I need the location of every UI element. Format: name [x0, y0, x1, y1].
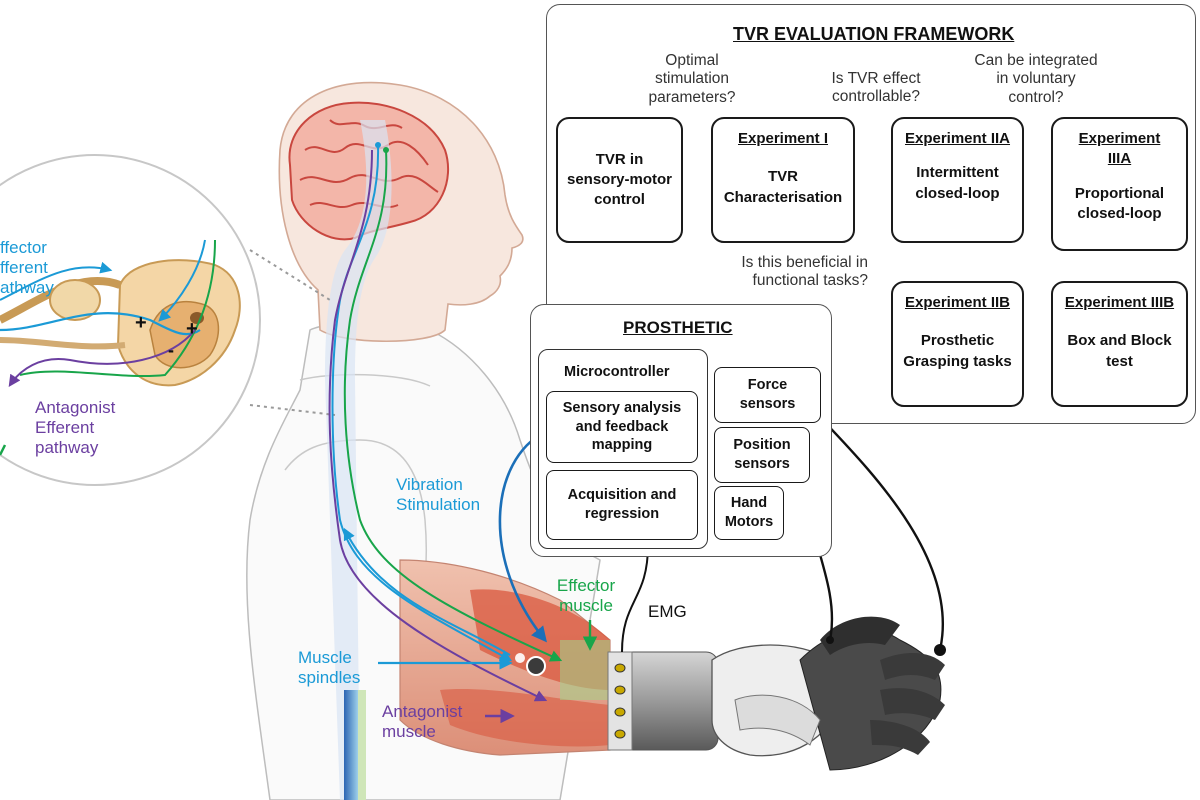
box-sensory-analysis: Sensory analysis and feedback mapping	[546, 391, 698, 463]
label-antagonist-efferent: Antagonist Efferent pathway	[35, 398, 116, 458]
box-position-sensors: Position sensors	[714, 427, 810, 483]
label-vibration-stimulation: Vibration Stimulation	[396, 475, 481, 515]
spinal-inset	[0, 154, 336, 486]
microcontroller-label: Microcontroller	[564, 364, 670, 380]
label-emg: EMG	[648, 602, 687, 621]
box-force-sensors: Force sensors	[714, 367, 821, 423]
label-effector-muscle: Effector muscle	[556, 576, 616, 616]
prosthetic-device	[607, 616, 945, 771]
question-stimulation: Optimal stimulation parameters?	[648, 52, 736, 106]
feedback-wire	[498, 430, 547, 643]
neural-pathways	[328, 142, 563, 702]
box-experiment-3a: Experiment IIIA Proportional closed-loop	[1051, 117, 1188, 251]
question-voluntary: Can be integrated in voluntary control?	[974, 52, 1098, 106]
box-experiment-3b: Experiment IIIB Box and Block test	[1051, 281, 1188, 407]
box-experiment-1: Experiment I TVR Characterisation	[711, 117, 855, 243]
box-acquisition: Acquisition and regression	[546, 470, 698, 540]
box-experiment-2b: Experiment IIB Prosthetic Grasping tasks	[891, 281, 1024, 407]
muscle-spindle-node	[526, 656, 546, 676]
question-beneficial: Is this beneficial in functional tasks?	[741, 254, 868, 290]
label-muscle-spindles: Muscle spindles	[298, 648, 361, 688]
label-plus-right: +	[186, 318, 198, 340]
framework-title: TVR EVALUATION FRAMEWORK	[733, 24, 1015, 44]
label-minus: -	[168, 340, 174, 360]
label-antagonist-muscle: Antagonist muscle	[382, 702, 463, 742]
box-tvr-control: TVR in sensory-motor control	[556, 117, 683, 243]
label-plus-left: +	[135, 312, 147, 334]
question-controllable: Is TVR effect controllable?	[831, 70, 921, 106]
label-effector-efferent: ffector fferent athway	[0, 238, 54, 298]
spinal-cord-base	[344, 690, 358, 800]
antagonist-muscle-shape	[440, 688, 610, 747]
head	[278, 81, 524, 343]
box-hand-motors: Hand Motors	[714, 486, 784, 540]
prosthetic-title: PROSTHETIC	[623, 318, 733, 337]
box-experiment-2a: Experiment IIA Intermittent closed-loop	[891, 117, 1024, 243]
emg-electrodes	[614, 663, 626, 739]
